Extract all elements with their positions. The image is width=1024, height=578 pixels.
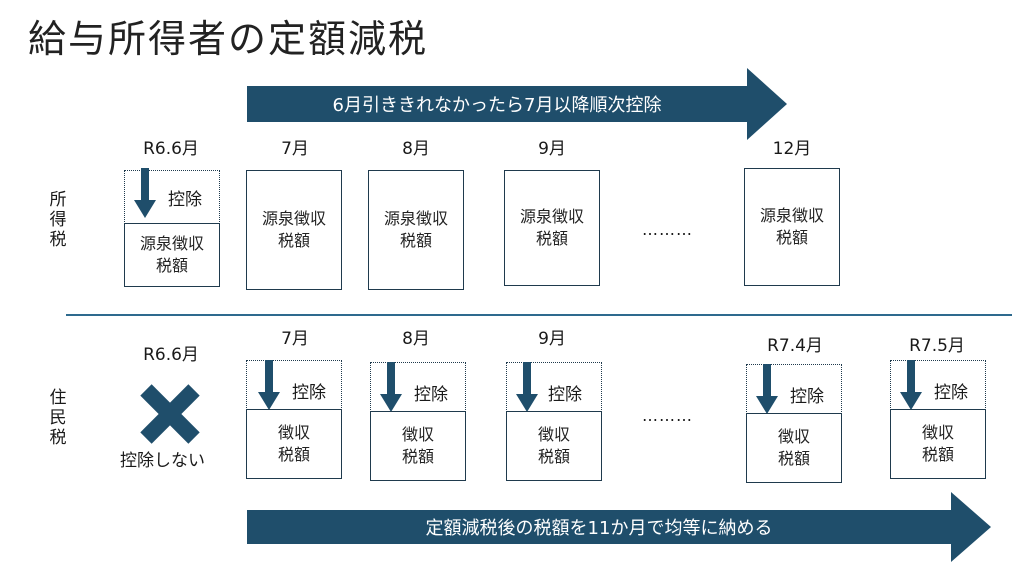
- income-month-label: 9月: [538, 139, 566, 159]
- box-text-line2: 税額: [535, 229, 568, 248]
- resident-month-label: 9月: [538, 329, 566, 349]
- income-december-box: 源泉徴収 税額: [744, 168, 840, 286]
- box-text-line2: 税額: [401, 447, 434, 466]
- box-text-line2: 税額: [921, 445, 954, 464]
- resident-month-label: R7.5月: [909, 336, 965, 356]
- down-arrow-icon: [516, 362, 538, 412]
- box-text-line2: 税額: [277, 231, 310, 250]
- resident-april-deduction-label: 控除: [790, 387, 824, 407]
- box-text-line2: 税額: [277, 445, 310, 464]
- resident-may-box: 徴収 税額: [890, 409, 986, 479]
- box-text-line1: 源泉徴収: [261, 209, 326, 228]
- resident-august-deduction-label: 控除: [414, 385, 448, 405]
- section-divider: [66, 314, 1012, 316]
- down-arrow-icon: [900, 360, 922, 410]
- resident-month-label: 8月: [402, 329, 430, 349]
- box-text-line2: 税額: [537, 447, 570, 466]
- resident-ellipsis: ………: [642, 406, 693, 425]
- resident-tax-row-label: 住民税: [49, 388, 67, 448]
- bottom-arrow-label: 定額減税後の税額を11か月で均等に納める: [425, 518, 773, 539]
- income-ellipsis: ………: [642, 220, 693, 239]
- resident-july-box: 徴収 税額: [246, 409, 342, 479]
- down-arrow-icon: [134, 168, 156, 218]
- box-text-line2: 税額: [155, 256, 188, 275]
- income-tax-row-label: 所得税: [49, 190, 67, 250]
- box-text-line2: 税額: [775, 228, 808, 247]
- income-september-box: 源泉徴収 税額: [504, 170, 600, 286]
- box-text-line1: 源泉徴収: [759, 206, 824, 225]
- income-june-box: 源泉徴収 税額: [124, 223, 220, 287]
- down-arrow-icon: [380, 362, 402, 412]
- income-june-deduction-label: 控除: [168, 190, 202, 210]
- box-text-line1: 徴収: [277, 423, 310, 442]
- box-text-line1: 源泉徴収: [139, 234, 204, 253]
- resident-september-deduction-label: 控除: [548, 385, 582, 405]
- box-text-line1: 源泉徴収: [519, 207, 584, 226]
- income-august-box: 源泉徴収 税額: [368, 170, 464, 290]
- resident-august-box: 徴収 税額: [370, 411, 466, 481]
- box-text-line1: 徴収: [921, 423, 954, 442]
- box-text-line1: 徴収: [401, 425, 434, 444]
- cross-icon: [140, 384, 200, 444]
- no-deduction-label: 控除しない: [120, 451, 205, 471]
- income-july-box: 源泉徴収 税額: [246, 170, 342, 290]
- resident-month-label: R6.6月: [143, 345, 199, 365]
- box-text-line1: 徴収: [537, 425, 570, 444]
- resident-september-box: 徴収 税額: [506, 411, 602, 481]
- resident-month-label: R7.4月: [767, 336, 823, 356]
- down-arrow-icon: [258, 360, 280, 410]
- box-text-line1: 源泉徴収: [383, 209, 448, 228]
- income-month-label: 12月: [772, 139, 812, 159]
- resident-may-deduction-label: 控除: [934, 383, 968, 403]
- box-text-line1: 徴収: [777, 427, 810, 446]
- resident-july-deduction-box: [246, 360, 342, 410]
- top-arrow: [247, 68, 787, 140]
- top-arrow-label: 6月引ききれなかったら7月以降順次控除: [332, 95, 662, 116]
- resident-month-label: 7月: [281, 329, 309, 349]
- resident-july-deduction-label: 控除: [292, 383, 326, 403]
- resident-april-box: 徴収 税額: [746, 413, 842, 483]
- bottom-arrow: [247, 492, 991, 562]
- income-month-label: 7月: [281, 139, 309, 159]
- box-text-line2: 税額: [777, 449, 810, 468]
- page-title: 給与所得者の定額減税: [28, 17, 429, 61]
- income-month-label: 8月: [402, 139, 430, 159]
- box-text-line2: 税額: [399, 231, 432, 250]
- down-arrow-icon: [756, 364, 778, 414]
- income-month-label: R6.6月: [143, 139, 199, 159]
